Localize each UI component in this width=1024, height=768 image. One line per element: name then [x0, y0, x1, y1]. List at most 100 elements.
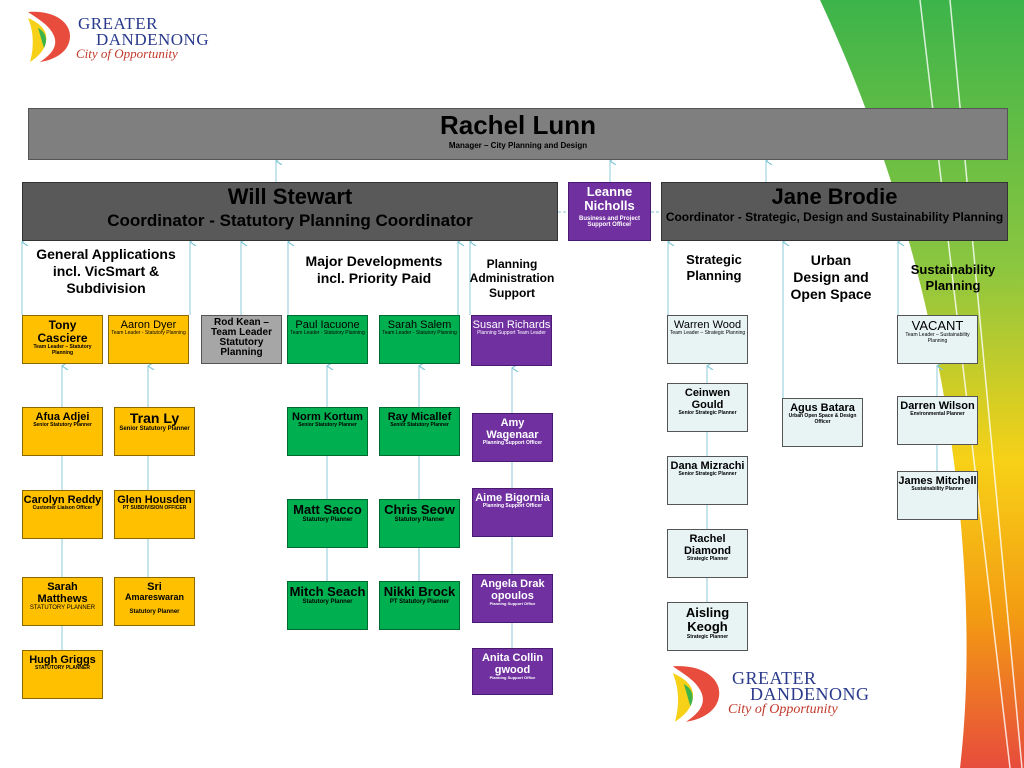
person-name: Afua Adjei [35, 411, 90, 423]
coordinator-strategic-box: Jane Brodie Coordinator - Strategic, Des… [661, 182, 1008, 241]
person-box-anita: Anita Collingwood Planning Support Offic… [472, 648, 553, 695]
person-role: Environmental Planner [910, 411, 965, 418]
coordinator-name: Will Stewart [227, 184, 353, 209]
person-box-aisling: Aisling Keogh Strategic Planner [667, 602, 748, 651]
person-box-sarah-salem: Sarah Salem Team Leader - Statutory Plan… [379, 315, 460, 364]
manager-box: Rachel Lunn Manager – City Planning and … [28, 108, 1008, 160]
person-box-paul: Paul Iacuone Team Leader - Statutory Pla… [287, 315, 368, 364]
person-box-chris: Chris Seow Statutory Planner [379, 499, 460, 548]
person-name: Norm Kortum [292, 411, 363, 423]
person-name: Anita Collingwood [481, 652, 544, 677]
person-box-tony: Tony Casciere Team Leader – Statutory Pl… [22, 315, 103, 364]
logo-mark-icon [672, 666, 720, 722]
person-name: Leanne Nicholls [584, 184, 635, 214]
person-name: James Mitchell [898, 475, 977, 487]
coordinator-name: Jane Brodie [771, 184, 898, 209]
person-role: Planning Support Office [489, 601, 536, 607]
person-box-hugh: Hugh Griggs STATUTORY PLANNER [22, 650, 103, 699]
person-role: Planning Support Office [489, 675, 536, 681]
person-role: Senior Strategic Planner [678, 471, 737, 478]
person-role: Urban Open Space & Design Officer [788, 413, 857, 425]
person-role: Statutory Planner [302, 599, 353, 606]
person-box-rod: Rod Kean – Team Leader Statutory Plannin… [201, 315, 282, 364]
person-name: Ray Micallef [387, 411, 452, 423]
person-name: Amy Wagenaar [486, 417, 539, 442]
person-box-norm: Norm Kortum Senior Statutory Planner [287, 407, 368, 456]
person-role: Customer Liaison Officer [32, 505, 93, 512]
person-name: Warren Wood [673, 319, 742, 331]
person-box-tran: Tran Ly Senior Statutory Planner [114, 407, 195, 456]
person-box-matt: Matt Sacco Statutory Planner [287, 499, 368, 548]
council-logo-bottom: GREATER DANDENONG City of Opportunity [668, 662, 869, 724]
person-role: Senior Statutory Planner [119, 426, 190, 433]
person-name: Glen Housden [117, 494, 192, 506]
person-role: Senior Strategic Planner [678, 410, 737, 417]
person-role: Planning Support Officer [482, 440, 543, 447]
person-name: Susan Richards [472, 319, 551, 331]
business-support-box: Leanne Nicholls Business and Project Sup… [568, 182, 651, 241]
label-urban-design: Urban Design and Open Space [790, 252, 872, 302]
person-box-james: James Mitchell Sustainability Planner [897, 471, 978, 520]
person-box-nikki: Nikki Brock PT Statutory Planner [379, 581, 460, 630]
person-role: Team Leader – Strategic Planning [669, 330, 746, 337]
coordinator-statutory-box: Will Stewart Coordinator - Statutory Pla… [22, 182, 558, 241]
label-planning-admin: Planning Administration Support [469, 257, 555, 300]
person-name: Tran Ly [129, 410, 180, 426]
person-role: Planning Support Team Leader [477, 330, 546, 337]
person-box-dana: Dana Mizrachi Senior Strategic Planner [667, 456, 748, 505]
coordinator-role: Coordinator - Strategic, Design and Sust… [665, 210, 1004, 225]
council-logo-top: GREATER DANDENONG City of Opportunity [24, 8, 209, 64]
person-name: Sarah Matthews [37, 581, 88, 606]
logo-line1: GREATER [732, 668, 817, 688]
person-name: Rod Kean – Team Leader Statutory Plannin… [211, 317, 272, 358]
person-name: Sri [147, 581, 162, 593]
person-box-vacant: VACANT Team Leader – Sustainability Plan… [897, 315, 978, 364]
person-box-glen: Glen Housden PT SUBDIVISION OFFICER [114, 490, 195, 539]
person-name: Sarah Salem [387, 319, 452, 331]
person-role: Team Leader - Statutory Planning [382, 330, 457, 337]
person-role: Strategic Planner [686, 556, 729, 563]
person-name: Matt Sacco [293, 502, 362, 517]
person-name: Mitch Seach [289, 584, 366, 599]
person-role: Sustainability Planner [911, 486, 964, 493]
person-role: Team Leader - Statutory Planning [111, 330, 186, 337]
person-role: STATUTORY PLANNER [29, 605, 96, 612]
person-name: Hugh Griggs [29, 654, 96, 666]
person-name: Aaron Dyer [120, 319, 177, 331]
person-box-afua: Afua Adjei Senior Statutory Planner [22, 407, 103, 456]
label-strategic-planning: Strategic Planning [686, 252, 742, 283]
person-name: Agus Batara [790, 402, 855, 414]
person-box-darren: Darren Wilson Environmental Planner [897, 396, 978, 445]
person-box-warren: Warren Wood Team Leader – Strategic Plan… [667, 315, 748, 364]
person-box-ray: Ray Micallef Senior Statutory Planner [379, 407, 460, 456]
person-name: Darren Wilson [900, 400, 975, 412]
person-name: Nikki Brock [383, 584, 456, 599]
person-role: Senior Statutory Planner [390, 422, 449, 429]
person-name: Tony Casciere [37, 318, 88, 346]
person-name: VACANT [911, 318, 964, 333]
person-role: PT Statutory Planner [389, 599, 450, 606]
person-role: Statutory Planner [302, 517, 353, 524]
person-role: Statutory Planner [129, 608, 180, 615]
person-name: Angela Drakopoulos [480, 578, 545, 603]
person-box-susan: Susan Richards Planning Support Team Lea… [471, 315, 552, 366]
person-name: Dana Mizrachi [670, 460, 745, 472]
person-role: Planning Support Officer [482, 503, 543, 510]
person-role: Team Leader - Statutory Planning [290, 330, 365, 337]
logo-line1: GREATER [78, 14, 158, 33]
person-box-angela: Angela Drakopoulos Planning Support Offi… [472, 574, 553, 623]
logo-line2: DANDENONG [96, 30, 210, 49]
person-box-rachel: Rachel Diamond Strategic Planner [667, 529, 748, 578]
person-role: Business and Project Support Officer [578, 215, 641, 229]
person-role: Senior Statutory Planner [33, 422, 92, 429]
person-role: Strategic Planner [686, 633, 729, 640]
label-general-applications: General Applications incl. VicSmart & Su… [36, 246, 176, 296]
person-name: Carolyn Reddy [23, 494, 102, 506]
person-role: STATUTORY PLANNER [34, 665, 90, 672]
person-box-amy: Amy Wagenaar Planning Support Officer [472, 413, 553, 462]
logo-tagline: City of Opportunity [728, 702, 838, 717]
label-sustainability: Sustainability Planning [910, 262, 996, 293]
person-name: Aime Bigornia [475, 492, 550, 504]
person-name: Ceinwen Gould [684, 387, 731, 412]
coordinator-role: Coordinator - Statutory Planning Coordin… [107, 211, 473, 231]
